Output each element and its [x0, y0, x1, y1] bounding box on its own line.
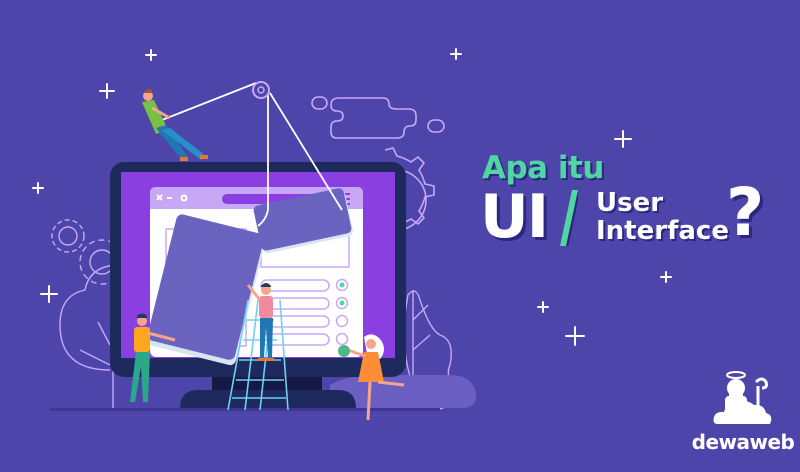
rope — [161, 82, 343, 227]
headline-intro: Apa itu — [482, 150, 604, 186]
window-controls — [156, 194, 188, 202]
brand-name: dewaweb — [691, 430, 795, 454]
radio-checked-dot — [339, 300, 345, 306]
woman-holding-ball — [338, 334, 405, 421]
angel-mascot-icon — [713, 371, 772, 424]
slash-divider — [560, 190, 578, 246]
man-holding-card — [130, 313, 176, 402]
monitor-base — [180, 390, 356, 408]
man-pulling-rope — [142, 88, 208, 161]
headline-word-user: User — [596, 188, 664, 218]
cloud-outline-icon — [311, 96, 445, 139]
ground-blob — [330, 374, 477, 408]
headline-word-interface: Interface — [596, 216, 729, 246]
headline-abbr: UI — [480, 182, 549, 252]
man-on-ladder — [246, 283, 274, 361]
pulley-icon — [252, 81, 270, 99]
large-ui-card — [147, 214, 266, 366]
question-mark: ? — [726, 174, 765, 251]
radio-checked-dot — [339, 282, 345, 288]
hanging-ui-card — [253, 188, 353, 254]
